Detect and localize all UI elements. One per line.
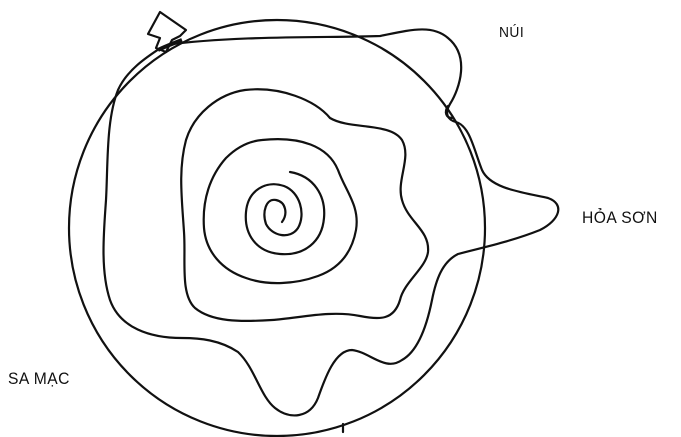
volcano-label: HỎA SƠN: [582, 208, 658, 228]
mountain-label: NÚI: [499, 24, 524, 41]
up-arrow-icon: [148, 12, 186, 52]
desert-label: SA MẠC: [8, 369, 70, 389]
inner-spiral: [246, 172, 324, 254]
ring-2: [181, 89, 428, 321]
outer-path: [104, 29, 559, 415]
ring-3: [204, 139, 357, 283]
boundary-circle: [69, 20, 485, 436]
